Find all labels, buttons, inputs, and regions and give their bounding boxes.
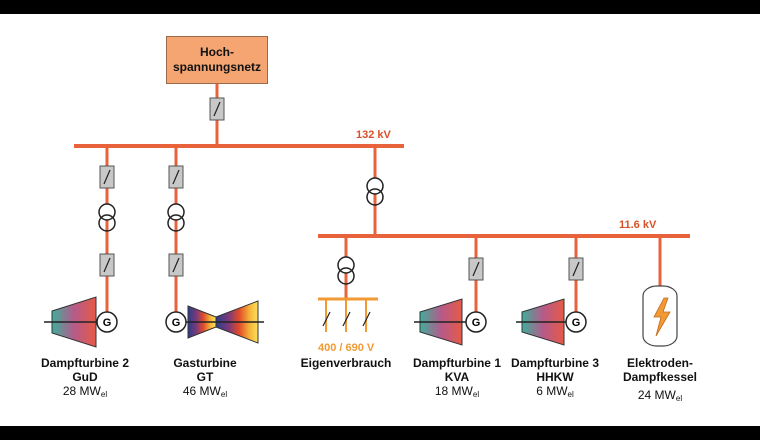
grid-breaker-slash (213, 101, 221, 117)
generator-dt2-label: G (103, 317, 112, 329)
feeder-dt2-transformer-bottom (98, 214, 116, 232)
unit-name: Gasturbine (173, 356, 237, 370)
unit-power: 46 MWel (182, 384, 228, 399)
breaker-slash (103, 169, 111, 185)
feeder-gt-transformer-bottom (167, 214, 185, 232)
generator-dt1 (465, 311, 487, 333)
breaker-slash (172, 257, 180, 273)
unit-label-boiler: Elektroden- Dampfkessel 24 MWel (615, 356, 705, 406)
aux-transformer-bottom (337, 267, 355, 285)
unit-label-dt2: Dampfturbine 2 GuD 28 MWel (30, 356, 140, 402)
lightning-icon (653, 297, 671, 337)
unit-label-gt: Gasturbine GT 46 MWel (160, 356, 250, 402)
unit-sub: GT (196, 370, 214, 384)
unit-name: Eigenverbrauch (300, 356, 392, 370)
lv-feeder-3-switch (362, 311, 371, 327)
power-subscript: el (675, 394, 683, 403)
mv-voltage-label: 11.6 kV (619, 219, 657, 231)
high-voltage-grid-box: Hoch- spannungsnetz (166, 36, 268, 84)
generator-dt3 (565, 311, 587, 333)
power-value: 24 MW (637, 388, 676, 402)
unit-name: Dampfturbine 3 (510, 356, 599, 370)
diagram-panel: G G (0, 14, 760, 426)
generator-dt2 (96, 311, 118, 333)
power-subscript: el (472, 390, 480, 399)
unit-sub: HHKW (536, 370, 574, 384)
unit-power: 6 MWel (536, 384, 574, 399)
main-transformer-bottom (366, 188, 384, 206)
unit-sub: KVA (444, 370, 470, 384)
power-value: 6 MW (536, 384, 568, 398)
generator-dt3-label: G (572, 317, 581, 329)
breaker-slash (572, 261, 580, 277)
lv-feeder-2-switch (342, 311, 351, 327)
unit-sub: Dampfkessel (622, 370, 698, 384)
breaker-slash (472, 261, 480, 277)
grid-label-line2: spannungsnetz (172, 60, 261, 74)
lv-feeder-1-switch (322, 311, 331, 327)
hv-voltage-label: 132 kV (356, 129, 391, 141)
breaker-slash (172, 169, 180, 185)
unit-name: Elektroden- (626, 356, 693, 370)
unit-sub: GuD (72, 370, 98, 384)
generator-gt-label: G (172, 317, 181, 329)
unit-name: Dampfturbine 2 (40, 356, 129, 370)
power-value: 28 MW (62, 384, 101, 398)
power-subscript: el (100, 390, 108, 399)
unit-name: Dampfturbine 1 (412, 356, 501, 370)
unit-label-dt3: Dampfturbine 3 HHKW 6 MWel (500, 356, 610, 402)
power-value: 18 MW (434, 384, 473, 398)
lv-voltage-label: 400 / 690 V (318, 342, 375, 354)
generator-gt (165, 311, 187, 333)
power-plant-single-line-diagram: G G (44, 70, 690, 348)
unit-power: 24 MWel (615, 388, 705, 406)
unit-label-dt1: Dampfturbine 1 KVA 18 MWel (402, 356, 512, 402)
generator-dt1-label: G (472, 317, 481, 329)
unit-label-aux: Eigenverbrauch (296, 356, 396, 370)
power-subscript: el (220, 390, 228, 399)
grid-label-line1: Hoch- (199, 45, 234, 59)
unit-power: 18 MWel (434, 384, 480, 399)
power-subscript: el (567, 390, 574, 399)
unit-power: 28 MWel (62, 384, 108, 399)
breaker-slash (103, 257, 111, 273)
power-value: 46 MW (182, 384, 221, 398)
